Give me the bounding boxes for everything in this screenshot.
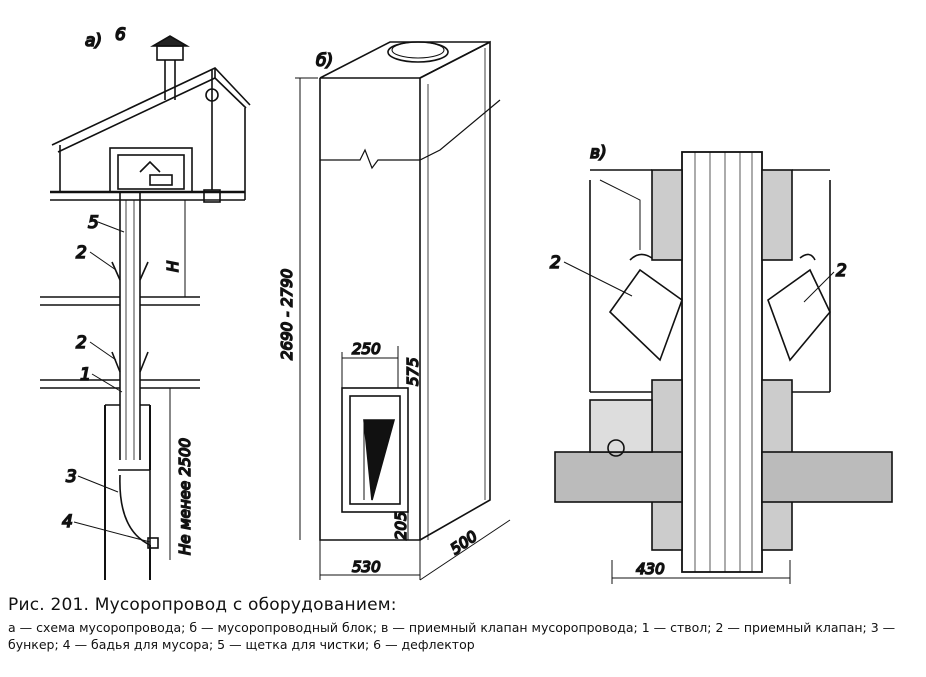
deflector-icon	[150, 35, 190, 100]
figure-caption: Рис. 201. Мусоропровод с оборудованием: …	[8, 595, 918, 653]
panel-c-letter: в)	[590, 143, 607, 163]
dim-575: 575	[404, 357, 422, 386]
dim-min-height: Не менее 2500	[176, 438, 194, 555]
dim-530: 530	[352, 558, 381, 576]
dim-430: 430	[636, 560, 665, 578]
valve-label-right: 2	[836, 261, 847, 281]
panel-a-letter: а)	[85, 31, 102, 51]
label-2-upper: 2	[76, 243, 87, 263]
label-2-lower: 2	[76, 333, 87, 353]
dim-h: Н	[164, 261, 182, 272]
label-6: 6	[115, 25, 126, 45]
dim-250: 250	[352, 340, 381, 358]
panel-b-block: б) 2690 - 2790 250 575 205 530	[277, 40, 511, 581]
panel-b-letter: б)	[316, 51, 333, 71]
dim-block-height: 2690 - 2790	[278, 269, 296, 360]
panel-c-valve: в) 2 2 4	[549, 142, 893, 584]
chute-shaft	[119, 192, 141, 460]
figure-drawing: а)	[40, 24, 893, 584]
caption-title: Рис. 201. Мусоропровод с оборудованием:	[8, 595, 397, 615]
dim-500: 500	[447, 527, 481, 558]
valve-label-left: 2	[550, 253, 561, 273]
dim-205: 205	[392, 511, 410, 540]
label-5: 5	[88, 213, 99, 233]
panel-a-scheme: а)	[40, 24, 251, 580]
label-3: 3	[66, 467, 77, 487]
label-1: 1	[80, 365, 91, 385]
caption-legend: а — схема мусоропровода; б — мусоропрово…	[8, 620, 896, 652]
label-4: 4	[62, 512, 73, 532]
